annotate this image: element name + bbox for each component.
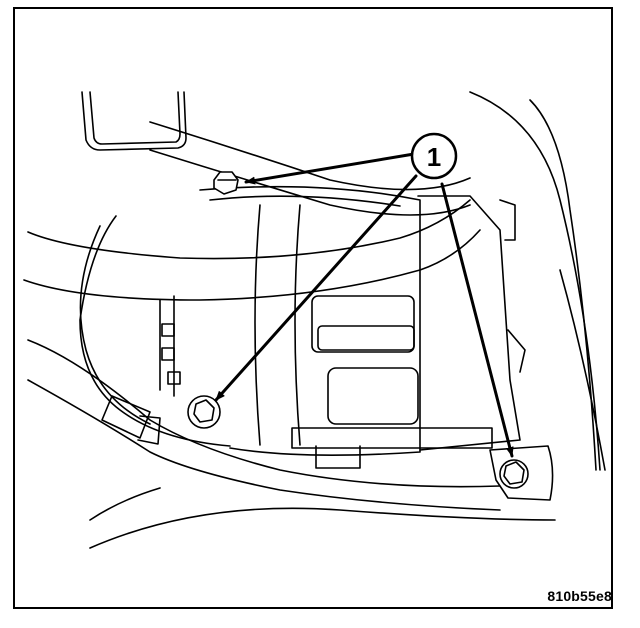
callout-1: 1 <box>410 132 458 180</box>
right-panel <box>469 91 601 471</box>
diagonal-hose <box>149 121 471 191</box>
callout-circle <box>410 132 458 180</box>
upper-bolt-icon <box>213 171 239 195</box>
lower-right-bolt-icon <box>499 459 529 489</box>
figure-code: 810b55e8 <box>547 588 612 604</box>
callout-number: 1 <box>427 142 441 172</box>
lower-hose <box>27 339 501 488</box>
upper-bracket <box>81 91 187 151</box>
regulator-housing <box>311 295 415 353</box>
lower-left-bolt-icon <box>187 395 221 429</box>
alternator-body <box>79 215 231 447</box>
line-art <box>23 91 606 549</box>
leader-to-lower-left-bolt <box>214 174 418 402</box>
leader-to-upper-bolt <box>244 152 416 185</box>
figure-border <box>13 7 613 609</box>
hose-fitting <box>101 395 151 439</box>
lower-mount-plate <box>291 427 493 449</box>
callout-leaders <box>214 152 514 458</box>
leader-to-lower-right-bolt <box>440 182 514 458</box>
upper-hose <box>27 199 471 260</box>
right-mount-ear <box>489 445 554 501</box>
